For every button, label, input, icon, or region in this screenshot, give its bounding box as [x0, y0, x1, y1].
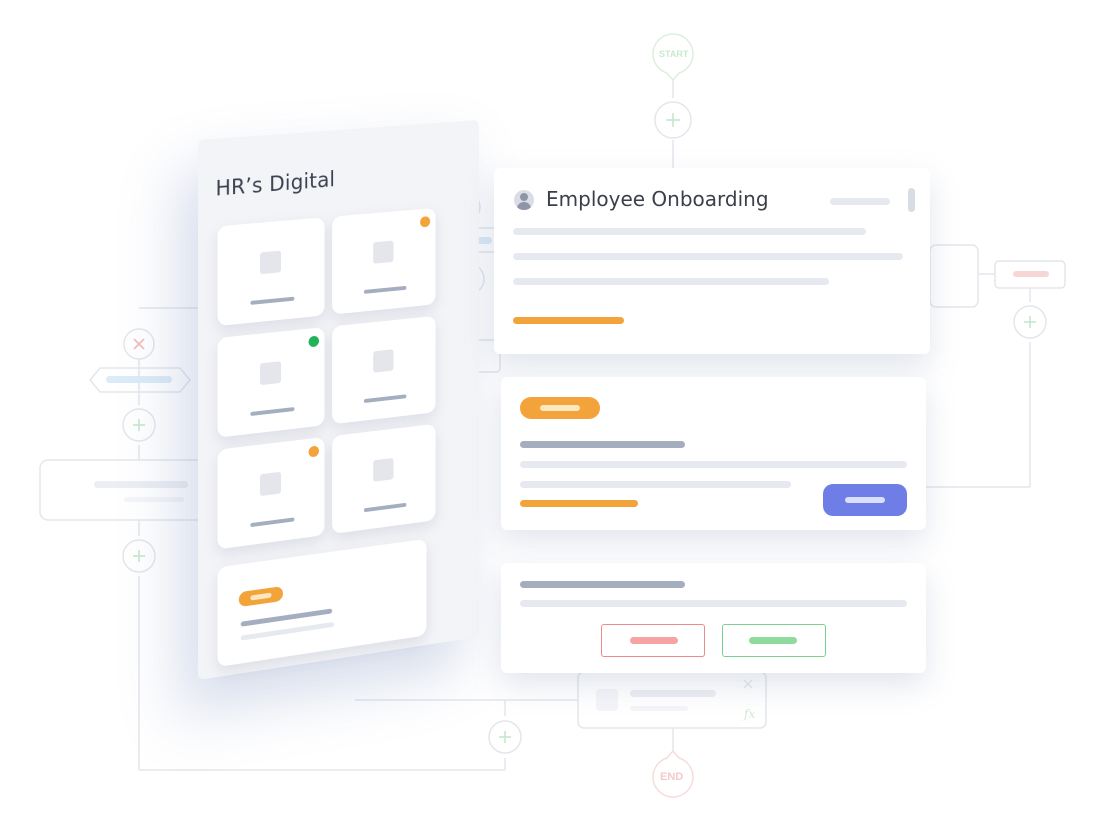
app-tile[interactable]: [332, 424, 435, 534]
scrollbar[interactable]: [908, 188, 915, 212]
notification-dot: [420, 216, 430, 227]
task-text-line: [520, 481, 791, 488]
app-tile[interactable]: [218, 437, 325, 549]
approve-button[interactable]: [722, 624, 826, 657]
tile-icon: [373, 241, 393, 264]
tile-icon: [260, 361, 281, 385]
text-line: [513, 228, 866, 235]
tile-icon: [373, 458, 393, 482]
employee-onboarding-card: Employee Onboarding: [494, 168, 930, 354]
tile-label-placeholder: [364, 394, 406, 403]
approval-card: [501, 563, 926, 673]
approval-text-line: [520, 600, 907, 607]
tile-label-placeholder: [364, 286, 406, 294]
header-placeholder: [830, 198, 890, 205]
task-text-line: [520, 461, 907, 468]
text-line: [513, 253, 903, 260]
app-tile[interactable]: [332, 208, 435, 315]
task-heading-line: [520, 441, 685, 448]
tile-label-placeholder: [364, 503, 406, 512]
reject-button[interactable]: [601, 624, 705, 657]
avatar-icon: [514, 190, 534, 210]
status-pill: [239, 586, 283, 607]
tile-label-placeholder: [250, 407, 294, 416]
task-action-button[interactable]: [823, 484, 907, 516]
app-tile[interactable]: [218, 217, 325, 326]
approval-heading-line: [520, 581, 685, 588]
tile-icon: [260, 251, 281, 275]
status-dot: [309, 336, 319, 348]
card-title: Employee Onboarding: [546, 187, 769, 211]
hr-digital-phone-mockup: HR’s Digital: [198, 120, 479, 680]
notification-dot: [309, 445, 319, 457]
phone-title: HR’s Digital: [216, 167, 336, 200]
task-status-pill: [520, 397, 600, 419]
start-label: START: [659, 49, 688, 59]
phone-summary-card[interactable]: [218, 539, 427, 667]
app-tile[interactable]: [218, 327, 325, 438]
task-progress-line: [520, 500, 638, 507]
tile-icon: [260, 472, 281, 496]
app-tile[interactable]: [332, 316, 435, 425]
formula-label: fx: [744, 707, 755, 721]
progress-line: [513, 317, 624, 324]
tile-label-placeholder: [250, 517, 294, 527]
task-card: [501, 377, 926, 530]
text-line: [513, 278, 829, 285]
tile-label-placeholder: [250, 297, 294, 305]
card-line: [241, 622, 334, 641]
tile-icon: [373, 349, 393, 373]
end-label: END: [660, 771, 683, 783]
